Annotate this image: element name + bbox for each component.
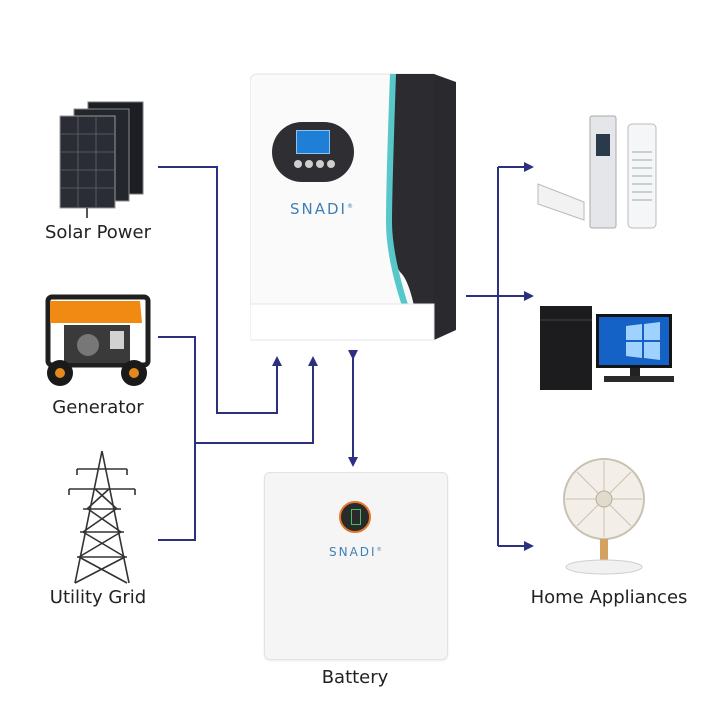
generator-label: Generator (52, 397, 144, 418)
control-button[interactable] (294, 160, 302, 168)
battery-brand: SNADI® (329, 545, 384, 559)
solar-panel-icon (59, 101, 144, 218)
control-button[interactable] (327, 160, 335, 168)
inverter-brand: SNADI® (290, 200, 355, 218)
generator-icon (45, 294, 151, 386)
home-appliances-label: Home Appliances (530, 587, 688, 608)
desktop-computer-icon (540, 306, 674, 390)
lcd-screen (296, 130, 330, 154)
solar-power-label: Solar Power (44, 222, 151, 243)
power-tower-icon (68, 450, 136, 584)
battery-icon (339, 501, 371, 533)
control-button[interactable] (316, 160, 324, 168)
air-conditioner-icon (537, 115, 657, 229)
generator-wire (158, 336, 196, 541)
control-button[interactable] (305, 160, 313, 168)
utility-grid-label: Utility Grid (49, 587, 147, 608)
solar-wire (158, 166, 282, 414)
battery-unit: SNADI® (264, 472, 448, 660)
desk-fan-icon (563, 458, 645, 575)
inverter-display (272, 122, 354, 182)
inverter-unit: SNADI® (249, 72, 456, 348)
grid-wire (195, 356, 318, 444)
battery-label: Battery (321, 667, 389, 688)
